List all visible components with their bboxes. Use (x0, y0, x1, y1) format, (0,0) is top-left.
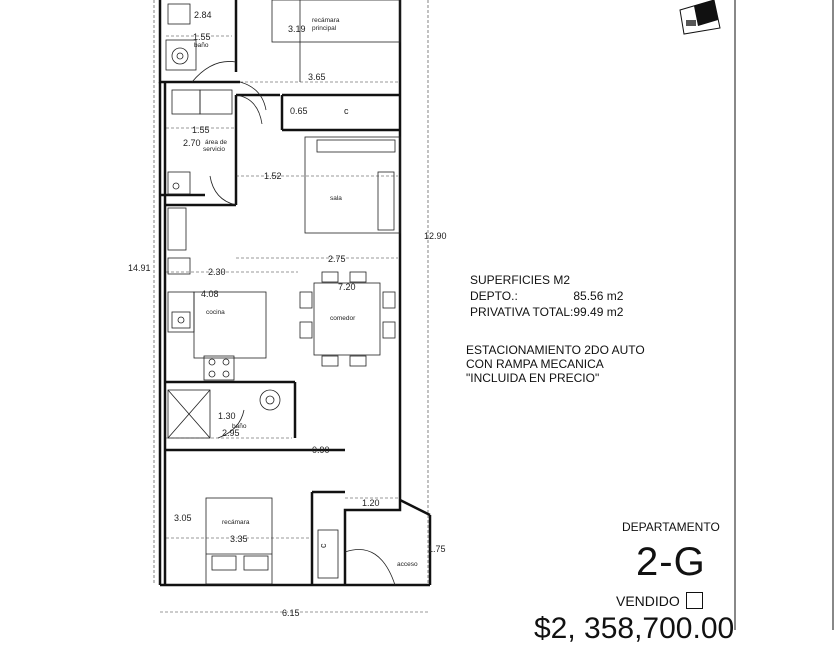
room-bath-top: baño (194, 42, 209, 49)
dim-12-90: 12.90 (424, 231, 447, 241)
surfaces-title: SUPERFICIES M2 (470, 273, 571, 287)
dim-0-90: 0.90 (312, 445, 330, 455)
parking-line-1: ESTACIONAMIENTO 2DO AUTO (466, 343, 645, 357)
sold-status-label: VENDIDO (616, 592, 680, 609)
dim-7-20: 7.20 (338, 282, 356, 292)
sheet-frame (734, 0, 834, 630)
dim-6-15: 6.15 (282, 608, 300, 618)
privativa-value: 99.49 m2 (573, 305, 624, 319)
dim-1-20: 1.20 (362, 498, 380, 508)
room-labels: recámara principal baño área de servicio… (194, 17, 418, 568)
dim-1-55-mid: 1.55 (192, 125, 210, 135)
building-key-plan-icon (679, 0, 721, 35)
room-kitchen: cocina (206, 309, 225, 316)
dim-3-65: 3.65 (308, 72, 326, 82)
dim-1-75: 1.75 (428, 544, 446, 554)
sold-checkbox[interactable] (685, 592, 703, 609)
room-living: sala (330, 195, 342, 202)
dim-4-08: 4.08 (201, 289, 219, 299)
room-service-b: servicio (203, 146, 225, 153)
walls (158, 0, 432, 587)
dim-2-75: 2.75 (328, 254, 346, 264)
dim-3-19: 3.19 (288, 24, 306, 34)
dim-2-70: 2.70 (183, 138, 201, 148)
dimension-lines (153, 0, 430, 613)
surfaces-privativa-row: PRIVATIVA TOTAL: 99.49 m2 (470, 304, 623, 320)
surfaces-block: SUPERFICIES M2 DEPTO.: 85.56 m2 PRIVATIV… (470, 272, 623, 320)
price: $2, 358,700.00 (534, 612, 735, 645)
unit-code: 2-G (636, 540, 706, 584)
dim-1-52: 1.52 (264, 171, 282, 181)
dim-0-65: 0.65 (290, 106, 308, 116)
closet-top-label: c (344, 106, 349, 116)
floor-plan: 2.84 1.55 3.19 3.65 0.65 1.55 2.70 1.52 … (128, 0, 834, 630)
dim-3-35: 3.35 (230, 534, 248, 544)
dim-2-95: 2.95 (222, 428, 240, 438)
dim-14-91: 14.91 (128, 263, 151, 273)
dim-1-55-top: 1.55 (193, 32, 211, 42)
depto-label: DEPTO.: (470, 289, 518, 303)
room-service-a: área de (205, 139, 227, 146)
parking-line-3: "INCLUIDA EN PRECIO" (466, 371, 600, 385)
dim-3-05: 3.05 (174, 513, 192, 523)
surfaces-depto-row: DEPTO.: 85.56 m2 (470, 288, 623, 304)
fixtures (165, 0, 401, 586)
room-bath-mid: baño (232, 423, 247, 430)
room-dining: comedor (330, 315, 356, 322)
department-label: DEPARTAMENTO (622, 520, 720, 534)
room-master-bedroom-a: recámara (312, 17, 340, 24)
depto-value: 85.56 m2 (573, 289, 624, 303)
dim-2-30: 2.30 (208, 267, 226, 277)
parking-note: ESTACIONAMIENTO 2DO AUTO CON RAMPA MECAN… (466, 343, 645, 385)
dimension-labels: 2.84 1.55 3.19 3.65 0.65 1.55 2.70 1.52 … (128, 10, 447, 618)
room-master-bedroom-b: principal (312, 25, 337, 32)
dim-1-30: 1.30 (218, 411, 236, 421)
room-bedroom: recámara (222, 519, 250, 526)
room-entrance: acceso (397, 561, 418, 568)
privativa-label: PRIVATIVA TOTAL: (470, 305, 574, 319)
sold-status: VENDIDO (616, 592, 703, 609)
closet-bottom-label: c (318, 543, 328, 548)
parking-line-2: CON RAMPA MECANICA (466, 357, 604, 371)
dim-2-84: 2.84 (194, 10, 212, 20)
